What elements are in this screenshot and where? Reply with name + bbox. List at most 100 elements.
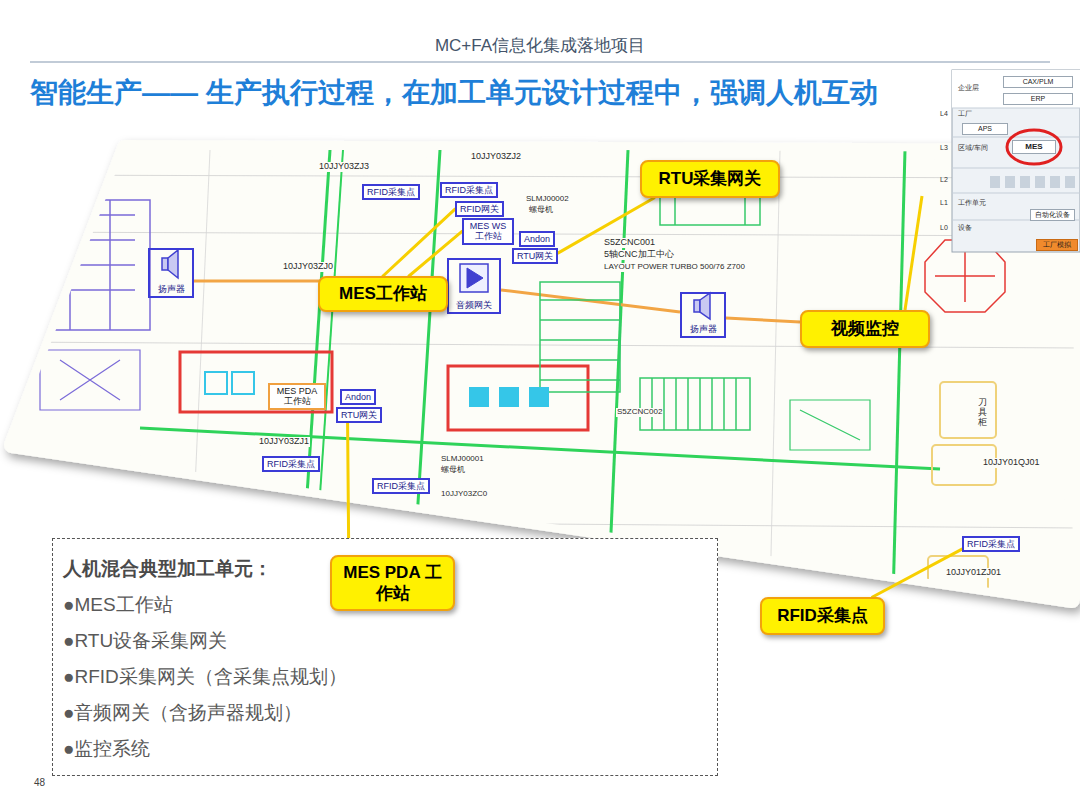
layer-button: 工厂模拟 (1036, 239, 1078, 251)
node-text: MES PDA 工作站 (273, 386, 321, 407)
callout-box: RTU采集网关 (640, 160, 780, 198)
grid-line (770, 150, 780, 600)
aisle-line (140, 428, 940, 469)
device-tag: RFID采集点 (262, 456, 320, 472)
node-text: RFID网关 (460, 204, 499, 214)
cad-text: 10JJY01ZJ01 (945, 568, 1002, 578)
station-mark (470, 388, 488, 406)
device-tag: MES WS 工作站 (462, 218, 514, 245)
speaker-symbol (694, 300, 700, 312)
layer-label: L4 (940, 110, 948, 118)
aisle-line (412, 150, 440, 600)
speaker-symbol (162, 258, 168, 270)
inset-row-line (952, 168, 1080, 169)
cad-text: 10JJY03ZJ2 (470, 152, 522, 162)
device-icon-box: 音频网关 (447, 258, 501, 314)
inset-block (1005, 176, 1015, 188)
node-text: ●RFID采集网关（含采集点规划） (63, 659, 705, 695)
node-text: RTU采集网关 (659, 168, 762, 189)
layer-label: 企业层 (958, 84, 979, 92)
node-text: RFID采集点 (367, 187, 415, 197)
layer-label: 工作单元 (958, 199, 986, 207)
node-text: ●监控系统 (63, 731, 705, 767)
node-text: APS (966, 125, 1004, 133)
node-text: Andon (345, 392, 371, 402)
node-text: ●音频网关（含扬声器规划） (63, 695, 705, 731)
cad-text: 10JJY03ZC0 (440, 490, 488, 499)
grid-line (0, 175, 1080, 178)
inset-panel (952, 70, 1080, 252)
inset-row-line (952, 108, 1080, 109)
station-mark (500, 388, 518, 406)
machine-outline (40, 350, 140, 410)
cad-text: S5ZCNC001 (603, 238, 656, 248)
header-rule (30, 61, 1050, 62)
node-text: RFID采集点 (967, 539, 1015, 549)
device-icon-box: 扬声器 (148, 248, 194, 298)
inset-row-line (952, 193, 1080, 194)
callout-leader (383, 209, 455, 276)
node-text: 音频网关 (455, 300, 493, 310)
cell-boundary (448, 366, 588, 430)
inset-band (952, 70, 1080, 108)
machine-outline (540, 282, 620, 392)
cad-text: 刀具柜 (978, 398, 987, 428)
gateway-symbol (460, 264, 488, 292)
inset-block (1020, 176, 1030, 188)
layer-box: 自动化设备 (1030, 209, 1075, 221)
callout-box: MES PDA 工作站 (330, 555, 455, 611)
machine-outline (30, 200, 150, 330)
node-text: 自动化设备 (1034, 211, 1071, 219)
node-text: 扬声器 (157, 284, 186, 294)
layer-label: L2 (940, 176, 948, 184)
layer-label: L0 (940, 224, 948, 232)
station-mark (205, 372, 227, 394)
page-number: 48 (34, 777, 45, 788)
layer-label: 区域/车间 (958, 144, 988, 152)
callout-box: MES工作站 (318, 276, 448, 312)
grid-line (0, 520, 1080, 528)
node-text: RFID采集点 (377, 481, 425, 491)
layer-box: CAX/PLM (1003, 76, 1073, 88)
node-text: Andon (524, 234, 550, 244)
callout-box: RFID采集点 (760, 597, 885, 635)
node-text: RFID采集点 (445, 185, 493, 195)
speaker-symbol (700, 293, 710, 319)
device-tag: RFID采集点 (440, 182, 498, 198)
machine-outline (640, 378, 750, 430)
node-text: ●RTU设备采集网关 (63, 623, 705, 659)
callout-leader (409, 231, 462, 276)
layer-box: MES (1012, 140, 1056, 154)
cad-text: 10JJY03ZJ3 (318, 162, 370, 172)
device-tag: RFID采集点 (372, 478, 430, 494)
device-icon-box: 扬声器 (680, 292, 726, 338)
layer-box: APS (962, 123, 1008, 135)
cad-text: 10JJY03ZJ1 (258, 437, 310, 447)
audio-wire (501, 290, 680, 312)
layer-label: 工厂 (958, 110, 972, 118)
device-tag: RFID网关 (455, 201, 504, 217)
callout-leader (905, 196, 922, 310)
node-text: RFID采集点 (777, 605, 868, 626)
node-text: RTU网关 (341, 410, 377, 420)
node-text: 工厂模拟 (1040, 241, 1074, 249)
node-text: RTU网关 (517, 251, 553, 261)
node-text: ERP (1007, 95, 1069, 103)
node-text: 扬声器 (689, 324, 718, 334)
node-text: MES工作站 (339, 283, 427, 304)
cad-text: 螺母机 (440, 466, 466, 475)
device-tag: Andon (519, 231, 555, 247)
layout-card (12, 148, 1075, 600)
cell-boundary (180, 352, 332, 412)
device-tag: Andon (340, 389, 376, 405)
callout-box: 视频监控 (800, 310, 930, 348)
device-tag: MES PDA 工作站 (268, 383, 326, 410)
device-tag: RTU网关 (512, 248, 558, 264)
slide-header: MC+FA信息化集成落地项目 (0, 34, 1080, 57)
station-mark (530, 388, 548, 406)
cad-text: SLMJ00002 (525, 195, 570, 204)
node-text: MES PDA 工作站 (340, 562, 445, 605)
layer-label: L1 (940, 199, 948, 207)
station-mark (232, 372, 254, 394)
device-tag: RTU网关 (336, 407, 382, 423)
